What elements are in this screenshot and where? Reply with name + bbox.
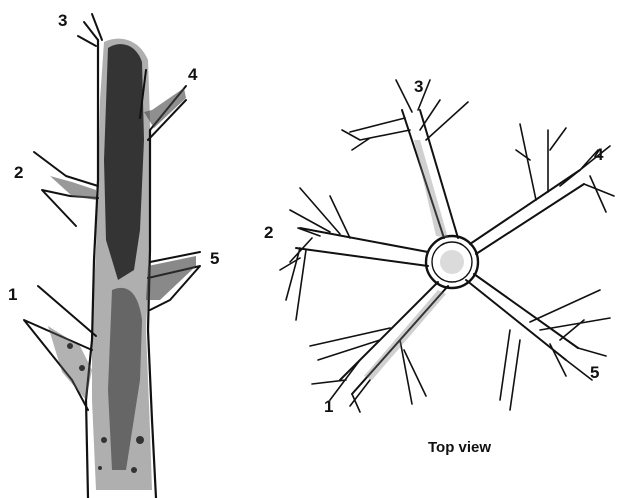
side-label-4: 4 <box>188 65 198 84</box>
top-label-4: 4 <box>594 145 604 164</box>
top-label-3: 3 <box>414 77 423 96</box>
side-label-2: 2 <box>14 163 23 182</box>
top-view-tree <box>280 80 614 412</box>
top-label-1: 1 <box>324 397 333 416</box>
top-view-caption: Top view <box>428 439 491 456</box>
side-label-1: 1 <box>8 285 17 304</box>
side-label-5: 5 <box>210 249 219 268</box>
side-label-3: 3 <box>58 11 67 30</box>
top-label-2: 2 <box>264 223 273 242</box>
side-view-tree <box>24 14 200 498</box>
top-label-5: 5 <box>590 363 599 382</box>
